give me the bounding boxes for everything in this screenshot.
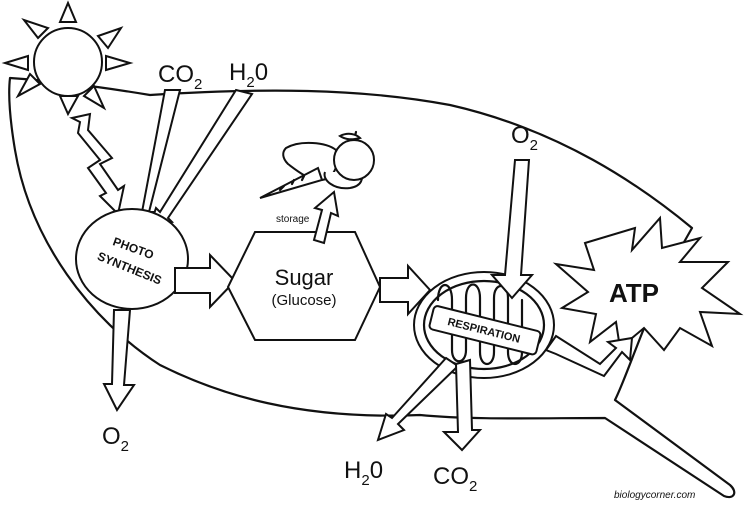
atp-burst-icon bbox=[552, 215, 744, 352]
o2-output-arrow bbox=[102, 309, 136, 412]
sugar-hexagon bbox=[226, 231, 382, 341]
sugar-to-respiration-arrow bbox=[379, 263, 432, 317]
storage-label: storage bbox=[276, 214, 310, 225]
o2-input-arrow bbox=[489, 159, 535, 300]
sun-icon bbox=[1, 0, 134, 117]
photosynthesis-oval bbox=[75, 208, 189, 310]
respiration-box bbox=[428, 305, 542, 356]
credit-label: biologycorner.com bbox=[614, 490, 695, 501]
h2o-input-label: H20 bbox=[229, 59, 268, 91]
co2-input-label: CO2 bbox=[158, 61, 202, 93]
co2-output-label: CO2 bbox=[433, 463, 477, 495]
h2o-output-arrow bbox=[376, 356, 460, 442]
sunlight-arrow bbox=[69, 112, 126, 217]
atp-label: ATP bbox=[609, 278, 659, 308]
leaf-outline bbox=[8, 76, 736, 499]
vegetables-icon bbox=[259, 130, 375, 199]
storage-arrow bbox=[312, 190, 340, 245]
sugar-label: Sugar bbox=[275, 265, 334, 290]
photo-to-sugar-arrow bbox=[174, 252, 237, 310]
glucose-label: (Glucose) bbox=[271, 292, 336, 309]
co2-output-arrow bbox=[441, 358, 483, 452]
respiration-to-atp-arrow bbox=[544, 334, 634, 378]
o2-input-label: O2 bbox=[511, 122, 538, 154]
o2-output-label: O2 bbox=[102, 423, 129, 455]
h2o-output-label: H20 bbox=[344, 457, 383, 489]
